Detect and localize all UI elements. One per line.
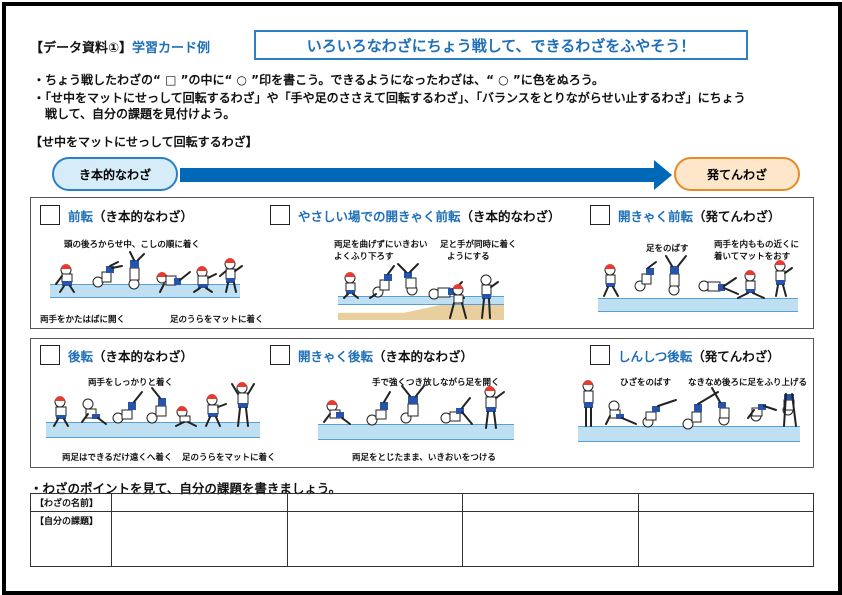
note: なきなめ後ろに足をふり上げる bbox=[688, 378, 808, 388]
document-label: 【データ資料①】学習カード例 bbox=[30, 37, 210, 56]
note: 足と手が同時に着く bbox=[440, 240, 517, 250]
task-cell[interactable] bbox=[637, 511, 814, 567]
skill-name: 開きゃく後転 bbox=[298, 348, 374, 364]
skill-level: （き本的なわざ） bbox=[93, 208, 194, 224]
note: 両手を内ももの近くに bbox=[714, 240, 800, 250]
skill-name-cell[interactable] bbox=[111, 493, 288, 512]
instruction-line-2: ・「せ中をマットにせっして回転するわざ」や「手や足のささえて回転するわざ」、「バ… bbox=[33, 91, 746, 105]
straight-leg-backward-roll-sequence-icon bbox=[582, 380, 797, 430]
skill-name: 前転 bbox=[68, 208, 94, 224]
note: 足のうらをマットに着く bbox=[182, 453, 276, 463]
checkbox-straddle-forward-roll[interactable] bbox=[590, 205, 610, 225]
note: 着いてマットをおす bbox=[714, 252, 791, 262]
easy-straddle-forward-roll-sequence-icon bbox=[343, 263, 499, 319]
straddle-backward-roll-sequence-icon bbox=[323, 385, 505, 429]
skill-straddle-forward-roll: 開きゃく前転（発てんわざ） bbox=[590, 205, 781, 225]
task-cell[interactable] bbox=[286, 511, 463, 567]
skill-level: （発てんわざ） bbox=[692, 348, 780, 364]
note: 頭の後ろからせ中、こしの順に着く bbox=[64, 240, 200, 250]
label-bracket: 【データ資料①】 bbox=[30, 41, 133, 56]
skill-name: 開きゃく前転 bbox=[618, 208, 694, 224]
checkbox-straight-leg-backward-roll[interactable] bbox=[590, 345, 610, 365]
skill-straddle-backward-roll: 開きゃく後転（き本的なわざ） bbox=[270, 345, 473, 365]
skill-straight-leg-backward-roll: しんしつ後転（発てんわざ） bbox=[590, 345, 780, 365]
instruction-line-3: 戦して、自分の課題を見付けよう。 bbox=[33, 107, 236, 121]
progression-arrow-head-icon bbox=[654, 160, 672, 190]
basic-skill-pill: き本的なわざ bbox=[52, 157, 178, 191]
skill-level: （き本的なわざ） bbox=[373, 348, 474, 364]
task-cell[interactable] bbox=[111, 511, 288, 567]
page-title: いろいろなわざにちょう戦して、できるわざをふやそう！ bbox=[254, 30, 748, 60]
skills-panel-1 bbox=[30, 197, 814, 329]
skill-easy-straddle-forward-roll: やさしい場での開きゃく前転（き本的なわざ） bbox=[270, 205, 561, 225]
skill-name: しんしつ後転 bbox=[618, 348, 693, 364]
mat bbox=[50, 284, 240, 298]
note: ひざをのばす bbox=[620, 378, 672, 388]
skill-name: やさしい場での開きゃく前転 bbox=[298, 208, 461, 224]
note: 手で強くつき放しながら足を開く bbox=[372, 378, 500, 388]
advanced-skill-pill: 発てんわざ bbox=[674, 157, 800, 191]
section-title: 【せ中をマットにせっして回転するわざ】 bbox=[30, 135, 258, 149]
note: 足をのばす bbox=[646, 244, 689, 254]
mat bbox=[598, 298, 798, 312]
skill-level: （き本的なわざ） bbox=[460, 208, 561, 224]
checkbox-forward-roll[interactable] bbox=[40, 205, 60, 225]
note: 両手をしっかりと着く bbox=[88, 378, 174, 388]
skill-backward-roll: 後転（き本的なわざ） bbox=[40, 345, 193, 365]
straddle-forward-roll-sequence-icon bbox=[603, 255, 793, 299]
checkbox-backward-roll[interactable] bbox=[40, 345, 60, 365]
skill-level: （き本的なわざ） bbox=[93, 348, 194, 364]
points-title: ・わざのポイントを見て、自分の課題を書きましょう。 bbox=[30, 481, 342, 496]
instruction-line-1: ・ちょう戦したわざの“ □ ”の中に“ ○ ”印を書こう。できるようになったわざ… bbox=[33, 73, 604, 87]
mat bbox=[318, 424, 514, 440]
row-label-skill-name: 【わざの名前】 bbox=[30, 493, 112, 512]
note: 足のうらをマットに着く bbox=[170, 315, 264, 325]
row-label-my-task: 【自分の課題】 bbox=[30, 511, 112, 567]
skill-name-cell[interactable] bbox=[286, 493, 463, 512]
backward-roll-sequence-icon bbox=[53, 382, 255, 427]
mat bbox=[338, 296, 504, 305]
note: 両足をとじたまま、いきおいをつける bbox=[352, 453, 496, 463]
record-table: 【わざの名前】 【自分の課題】 bbox=[30, 493, 814, 567]
checkbox-straddle-backward-roll[interactable] bbox=[270, 345, 290, 365]
note: ようにする bbox=[447, 252, 490, 262]
skill-name-cell[interactable] bbox=[462, 493, 639, 512]
checkbox-easy-straddle-forward-roll[interactable] bbox=[270, 205, 290, 225]
forward-roll-sequence-icon bbox=[55, 251, 243, 293]
task-cell[interactable] bbox=[462, 511, 639, 567]
note: よくふり下ろす bbox=[334, 252, 394, 262]
note: 両足はできるだけ遠くへ着く bbox=[62, 453, 173, 463]
progression-arrow-bar bbox=[180, 168, 656, 182]
label-card-example: 学習カード例 bbox=[132, 41, 211, 56]
skill-forward-roll: 前転（き本的なわざ） bbox=[40, 205, 193, 225]
note: 両足を曲げずにいきおい bbox=[334, 240, 428, 250]
skill-name-cell[interactable] bbox=[637, 493, 814, 512]
skill-level: （発てんわざ） bbox=[693, 208, 781, 224]
note: 両手をかたはばに開く bbox=[40, 315, 126, 325]
skills-panel-2 bbox=[30, 338, 814, 468]
skill-name: 後転 bbox=[68, 348, 94, 364]
